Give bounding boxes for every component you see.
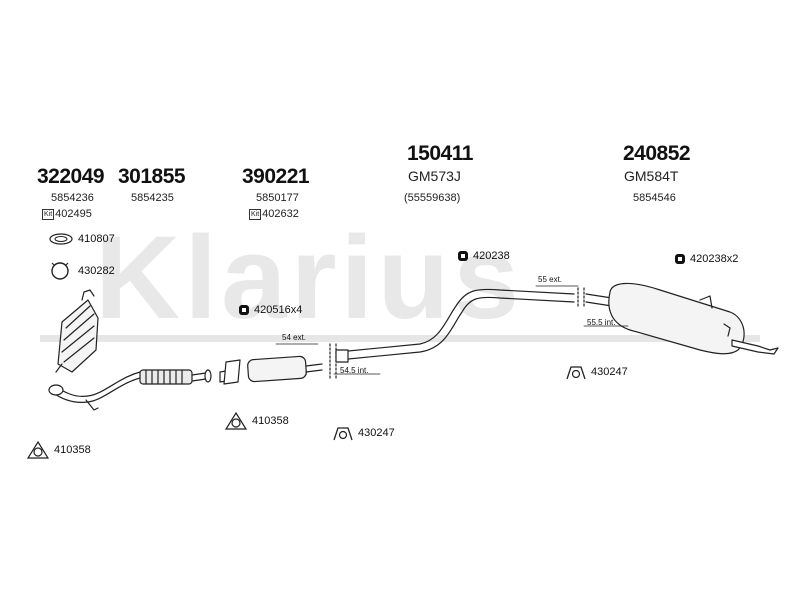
centre-silencer xyxy=(219,355,323,385)
part-number-390221[interactable]: 390221 xyxy=(242,165,310,188)
kit-icon: Kit xyxy=(249,208,262,220)
oem-GM573J: GM573J xyxy=(408,168,461,184)
sealing-ring-icon xyxy=(26,440,50,459)
rubber-hanger-icon xyxy=(566,366,586,380)
dim-54-5-int: 54.5 int. xyxy=(340,366,369,375)
kit-icon: Kit xyxy=(42,208,55,220)
dim-55-ext: 55 ext. xyxy=(538,275,563,284)
part-420516x4[interactable]: 420516x4 xyxy=(238,303,302,317)
dim-55-5-int: 55.5 int. xyxy=(587,318,616,327)
part-410358-b[interactable]: 410358 xyxy=(26,440,91,460)
part-number-322049[interactable]: 322049 xyxy=(37,165,105,188)
part-number-150411[interactable]: 150411 xyxy=(407,142,473,165)
watermark-text: Klarius xyxy=(95,212,523,344)
catalytic-converter xyxy=(55,289,99,373)
clamp-ring-icon xyxy=(51,262,69,280)
part-410358-a[interactable]: 410358 xyxy=(224,411,289,431)
clamp-icon xyxy=(675,254,685,264)
oem-5854546: 5854546 xyxy=(633,192,676,204)
part-430247-b[interactable]: 430247 xyxy=(565,363,628,381)
part-label: 420238x2 xyxy=(690,253,739,265)
part-number-301855[interactable]: 301855 xyxy=(118,165,186,188)
rubber-hanger-icon xyxy=(333,427,353,441)
gasket-icon xyxy=(49,233,73,245)
part-label: 410807 xyxy=(78,233,115,245)
oem-GM584T: GM584T xyxy=(624,168,679,184)
part-430282[interactable]: 430282 xyxy=(48,261,115,281)
part-420238x2[interactable]: 420238x2 xyxy=(674,252,738,266)
oem-5850177: 5850177 xyxy=(256,192,299,204)
part-label: 420238 xyxy=(473,250,510,262)
oem-5854235: 5854235 xyxy=(131,192,174,204)
part-label: 410358 xyxy=(252,415,289,427)
part-label: 430282 xyxy=(78,265,115,277)
part-410807[interactable]: 410807 xyxy=(48,232,115,246)
part-430247-a[interactable]: 430247 xyxy=(332,424,395,442)
clamp-icon xyxy=(239,305,249,315)
kit-number: 402495 xyxy=(55,208,92,220)
part-label: 420516x4 xyxy=(254,304,303,316)
part-420238[interactable]: 420238 xyxy=(457,249,510,263)
rear-silencer xyxy=(577,282,779,355)
front-pipe xyxy=(48,369,212,411)
sealing-ring-icon xyxy=(224,411,248,430)
clamp-icon xyxy=(458,251,468,261)
oem-55559638: (55559638) xyxy=(404,192,461,204)
part-number-240852[interactable]: 240852 xyxy=(623,142,691,165)
part-label: 430247 xyxy=(358,427,395,439)
part-label: 410358 xyxy=(54,444,91,456)
middle-pipe xyxy=(329,288,575,379)
dim-54-ext: 54 ext. xyxy=(282,333,307,342)
kit-number: 402632 xyxy=(262,208,299,220)
part-label: 430247 xyxy=(591,366,628,378)
oem-5854236: 5854236 xyxy=(51,192,94,204)
